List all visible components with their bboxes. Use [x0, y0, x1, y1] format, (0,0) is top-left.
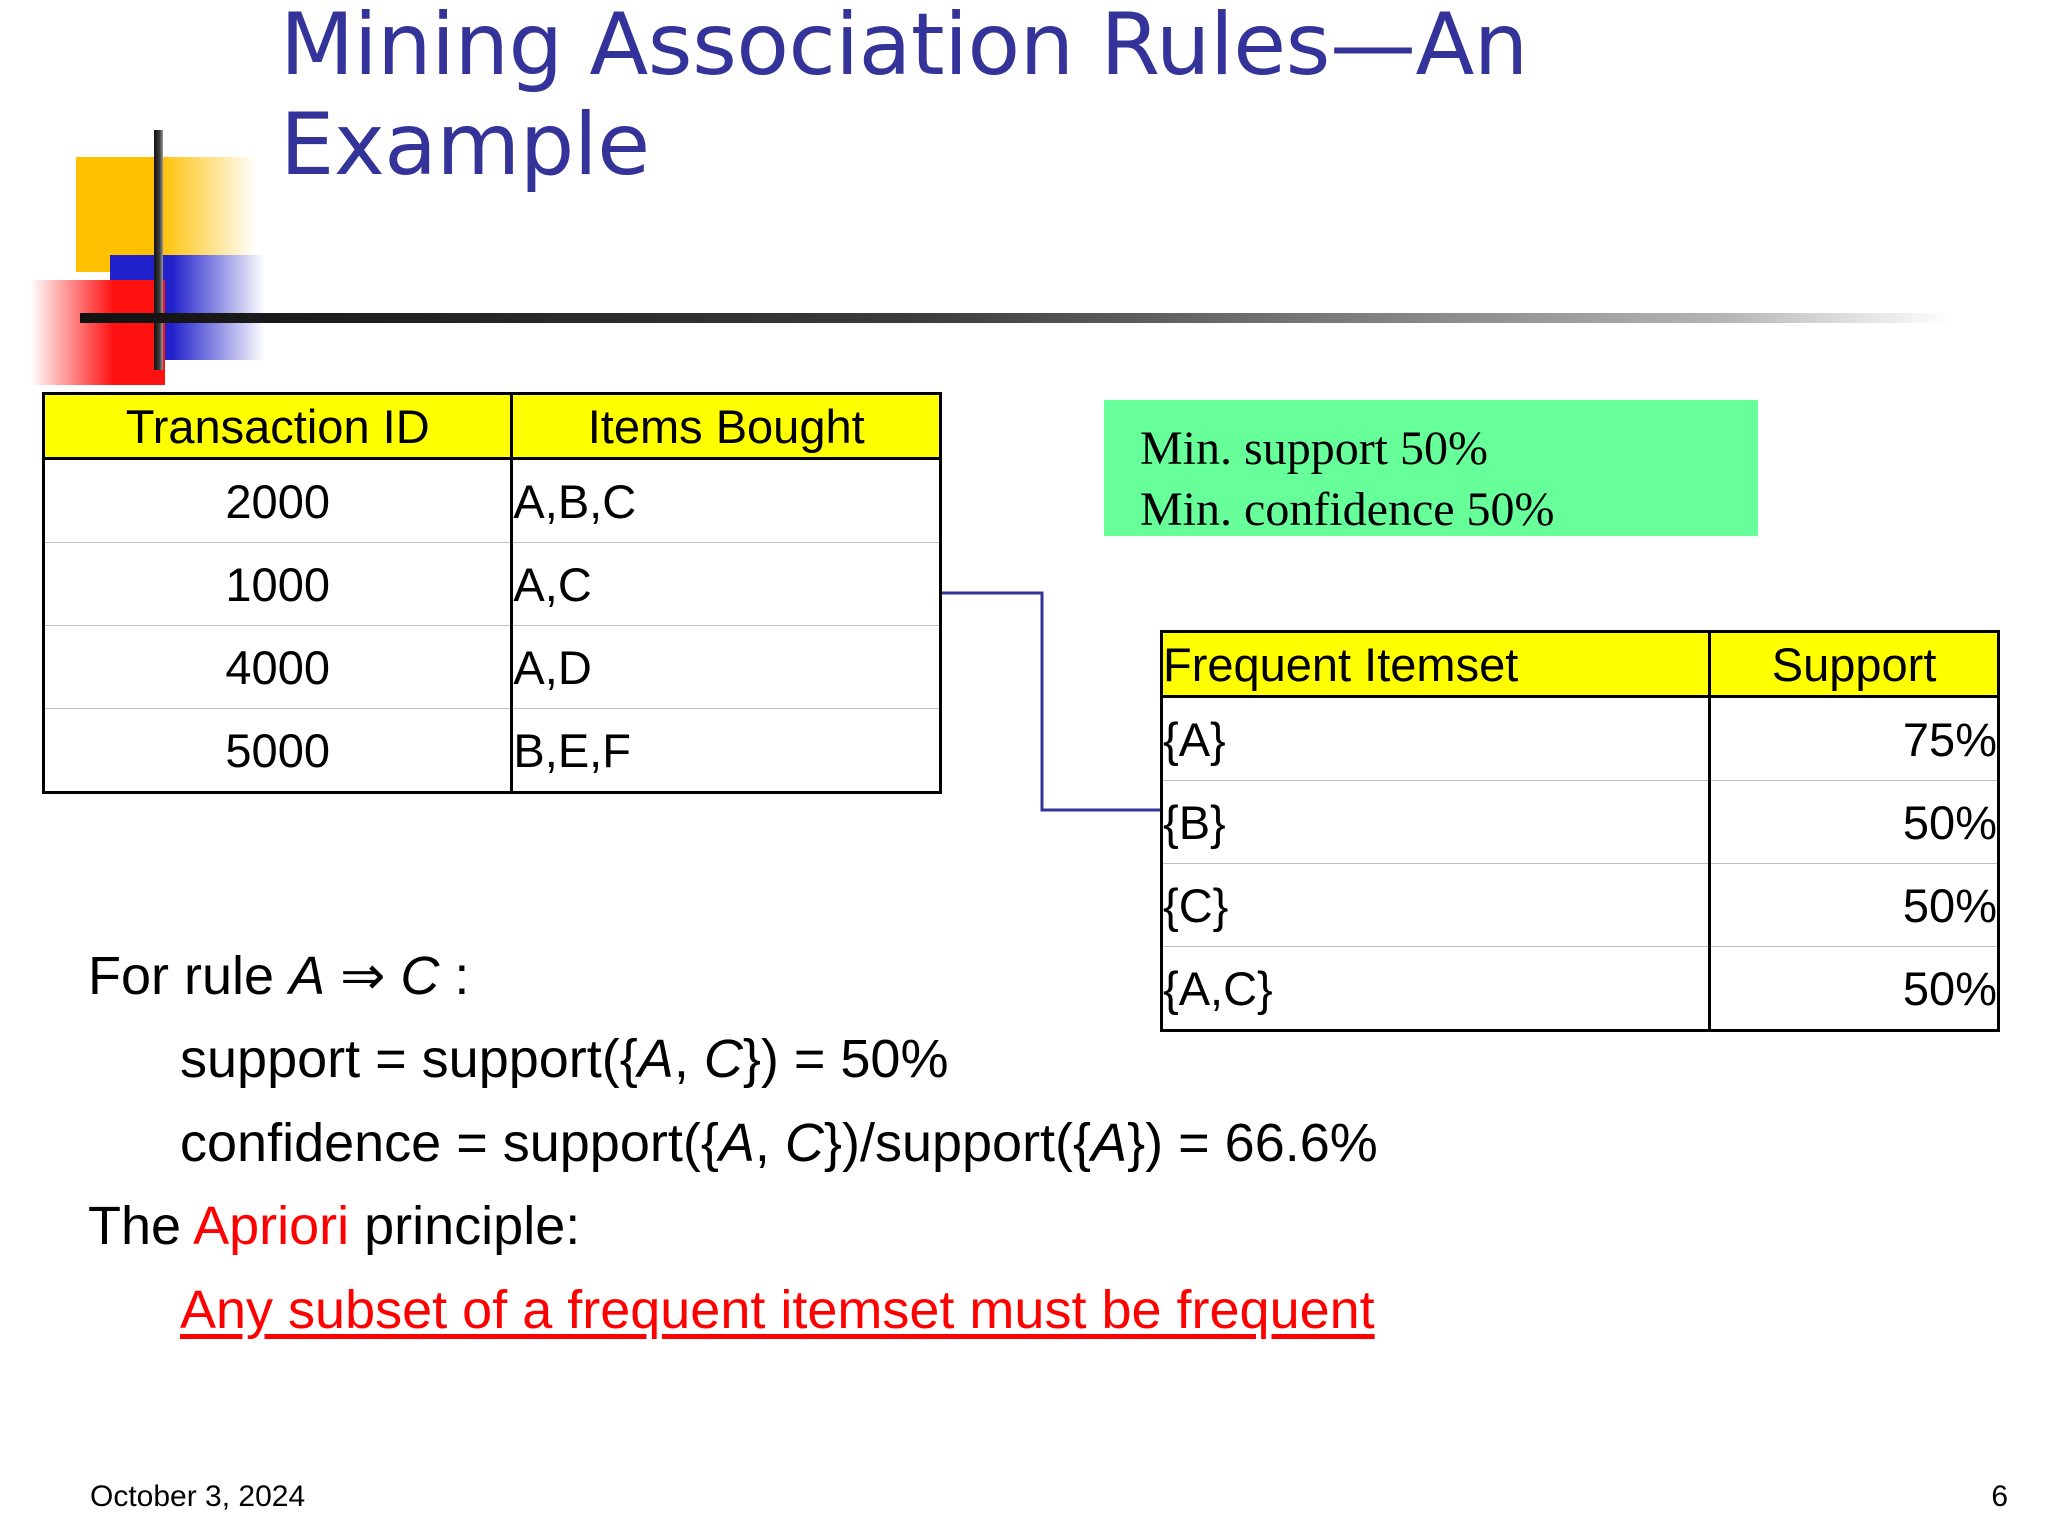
cell-support: 50%	[1708, 780, 2000, 864]
rule-suffix: :	[439, 946, 470, 1006]
support-var-a: A	[637, 1029, 674, 1090]
cell-transaction-id: 2000	[41, 458, 513, 543]
min-thresholds-box: Min. support 50% Min. confidence 50%	[1104, 400, 1758, 536]
apriori-principle-line: The Apriori principle:	[88, 1190, 1968, 1263]
table-header-row: Frequent Itemset Support	[1159, 630, 2000, 698]
cell-support: 50%	[1708, 946, 2000, 1032]
th-transaction-id: Transaction ID	[41, 392, 513, 460]
support-var-c: C	[703, 1029, 743, 1090]
confidence-line: confidence = support({A, C})/support({A}…	[180, 1107, 1968, 1180]
table-row: {C} 50%	[1159, 863, 2000, 947]
table-header-row: Transaction ID Items Bought	[41, 392, 942, 460]
frequent-itemset-table: Frequent Itemset Support {A} 75% {B} 50%…	[1159, 630, 2000, 1032]
cell-items-bought: A,C	[510, 542, 942, 626]
cell-items-bought: A,D	[510, 625, 942, 709]
th-frequent-itemset: Frequent Itemset	[1159, 630, 1711, 698]
cell-items-bought: A,B,C	[510, 458, 942, 543]
table-row: {A} 75%	[1159, 696, 2000, 781]
table-row: {B} 50%	[1159, 780, 2000, 864]
support-p3: }) = 50%	[742, 1029, 949, 1090]
footer-date: October 3, 2024	[90, 1480, 306, 1513]
rule-line: For rule A ⇒ C :	[88, 940, 1968, 1013]
rule-arrow: ⇒	[325, 946, 401, 1006]
deco-vertical-rule	[154, 130, 163, 370]
table-row: {A,C} 50%	[1159, 946, 2000, 1032]
deco-red-rect	[30, 280, 165, 385]
confidence-var-c: C	[784, 1112, 824, 1173]
rule-antecedent: A	[289, 946, 326, 1006]
support-p2: ,	[673, 1029, 704, 1090]
body-text-block: For rule A ⇒ C : support = support({A, C…	[88, 940, 1968, 1357]
confidence-p4: }) = 66.6%	[1127, 1112, 1378, 1173]
cell-transaction-id: 1000	[41, 542, 513, 626]
principle-statement: Any subset of a frequent itemset must be…	[180, 1279, 1375, 1340]
deco-yellow-rect	[76, 157, 256, 272]
cell-itemset: {A}	[1159, 696, 1711, 781]
principle-p2: principle:	[349, 1196, 581, 1257]
table-row: 1000 A,C	[41, 542, 942, 626]
footer-page-number: 6	[1991, 1480, 2008, 1513]
cell-transaction-id: 4000	[41, 625, 513, 709]
table-row: 4000 A,D	[41, 625, 942, 709]
confidence-var-a2: A	[1091, 1112, 1128, 1173]
cell-transaction-id: 5000	[41, 708, 513, 794]
min-confidence-text: Min. confidence 50%	[1140, 483, 1555, 537]
th-support: Support	[1708, 630, 2000, 698]
confidence-p1: confidence = support({	[180, 1112, 719, 1173]
transactions-table: Transaction ID Items Bought 2000 A,B,C 1…	[41, 392, 942, 794]
decorative-logo-graphic	[0, 0, 1960, 385]
table-row: 2000 A,B,C	[41, 458, 942, 543]
cell-itemset: {B}	[1159, 780, 1711, 864]
deco-horizontal-rule	[80, 313, 1950, 323]
cell-itemset: {C}	[1159, 863, 1711, 947]
confidence-p3: })/support({	[823, 1112, 1092, 1173]
table-row: 5000 B,E,F	[41, 708, 942, 794]
rule-prefix: For rule	[88, 946, 290, 1006]
min-support-text: Min. support 50%	[1140, 422, 1488, 475]
rule-consequent: C	[400, 946, 440, 1006]
support-p1: support = support({	[180, 1029, 638, 1090]
principle-p1: The	[88, 1196, 194, 1257]
support-line: support = support({A, C}) = 50%	[180, 1023, 1968, 1096]
slide-title: Mining Association Rules—An Example	[280, 0, 1528, 195]
cell-itemset: {A,C}	[1159, 946, 1711, 1032]
principle-highlight: Apriori	[193, 1196, 350, 1257]
confidence-var-a: A	[718, 1112, 755, 1173]
cell-support: 75%	[1708, 696, 2000, 781]
cell-support: 50%	[1708, 863, 2000, 947]
cell-items-bought: B,E,F	[510, 708, 942, 794]
th-items-bought: Items Bought	[510, 392, 942, 460]
confidence-p2: ,	[754, 1112, 785, 1173]
principle-statement-line: Any subset of a frequent itemset must be…	[180, 1274, 1968, 1347]
